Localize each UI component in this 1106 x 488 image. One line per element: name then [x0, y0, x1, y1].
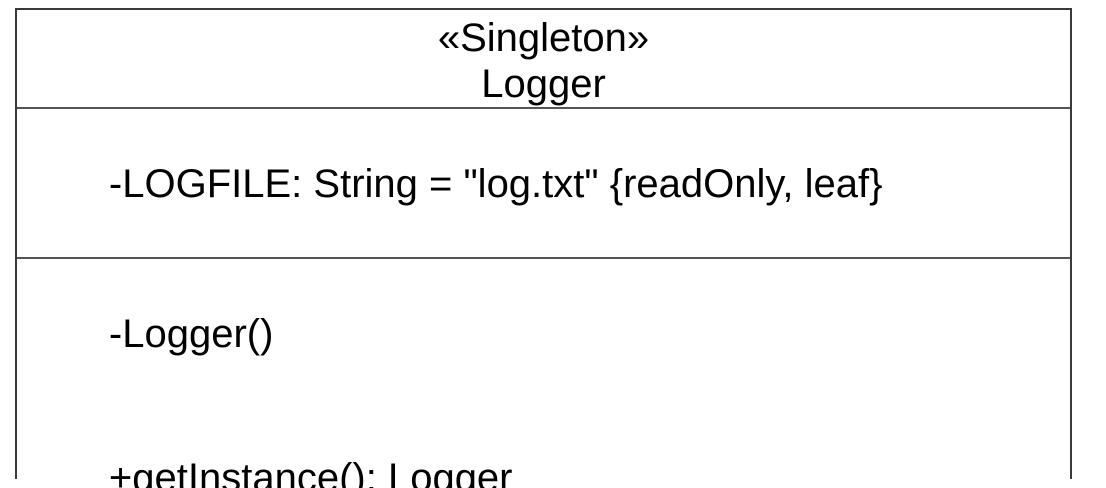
attribute-row[interactable]: -LOGFILE: String = "log.txt" {readOnly, … [20, 112, 1070, 256]
operation-row-static[interactable]: +getInstance(): Logger [20, 406, 1070, 488]
operation-label: -Logger() [108, 312, 274, 356]
class-operations-compartment: -Logger() +getInstance(): Logger +Log(me… [17, 257, 1070, 488]
uml-class-box-logger[interactable]: «Singleton» Logger -LOGFILE: String = "l… [15, 8, 1072, 488]
class-name: Logger [481, 62, 606, 106]
operation-label: +getInstance(): Logger [108, 456, 513, 488]
class-header-compartment: «Singleton» Logger [17, 10, 1070, 107]
operation-row[interactable]: -Logger() [20, 262, 1070, 406]
class-attributes-compartment: -LOGFILE: String = "log.txt" {readOnly, … [17, 107, 1070, 488]
class-stereotype: «Singleton» [437, 16, 650, 60]
attribute-label: -LOGFILE: String = "log.txt" {readOnly, … [108, 162, 883, 206]
